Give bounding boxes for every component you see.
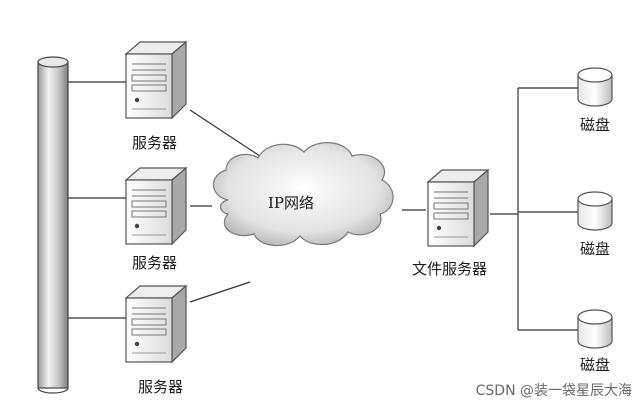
disk-label: 磁盘 [580, 240, 611, 258]
disk-icon [577, 191, 613, 231]
disk-label: 磁盘 [580, 356, 611, 374]
server-label: 服务器 [138, 378, 184, 396]
server-label: 服务器 [132, 134, 178, 152]
disk-label: 磁盘 [580, 116, 611, 134]
server-icon [125, 285, 187, 363]
server-label: 服务器 [132, 254, 178, 272]
ip-network-cloud [212, 142, 394, 247]
server-icon [125, 41, 187, 119]
disk-icon [577, 309, 613, 349]
file-server-label: 文件服务器 [412, 260, 488, 278]
network-label: IP网络 [268, 194, 315, 212]
server-icon [125, 167, 187, 245]
disk-icon [577, 67, 613, 107]
bus-cylinder [37, 56, 69, 394]
file-server-icon [427, 169, 489, 247]
watermark: CSDN @装一袋星辰大海 [475, 383, 632, 399]
connection-lines [68, 81, 578, 331]
